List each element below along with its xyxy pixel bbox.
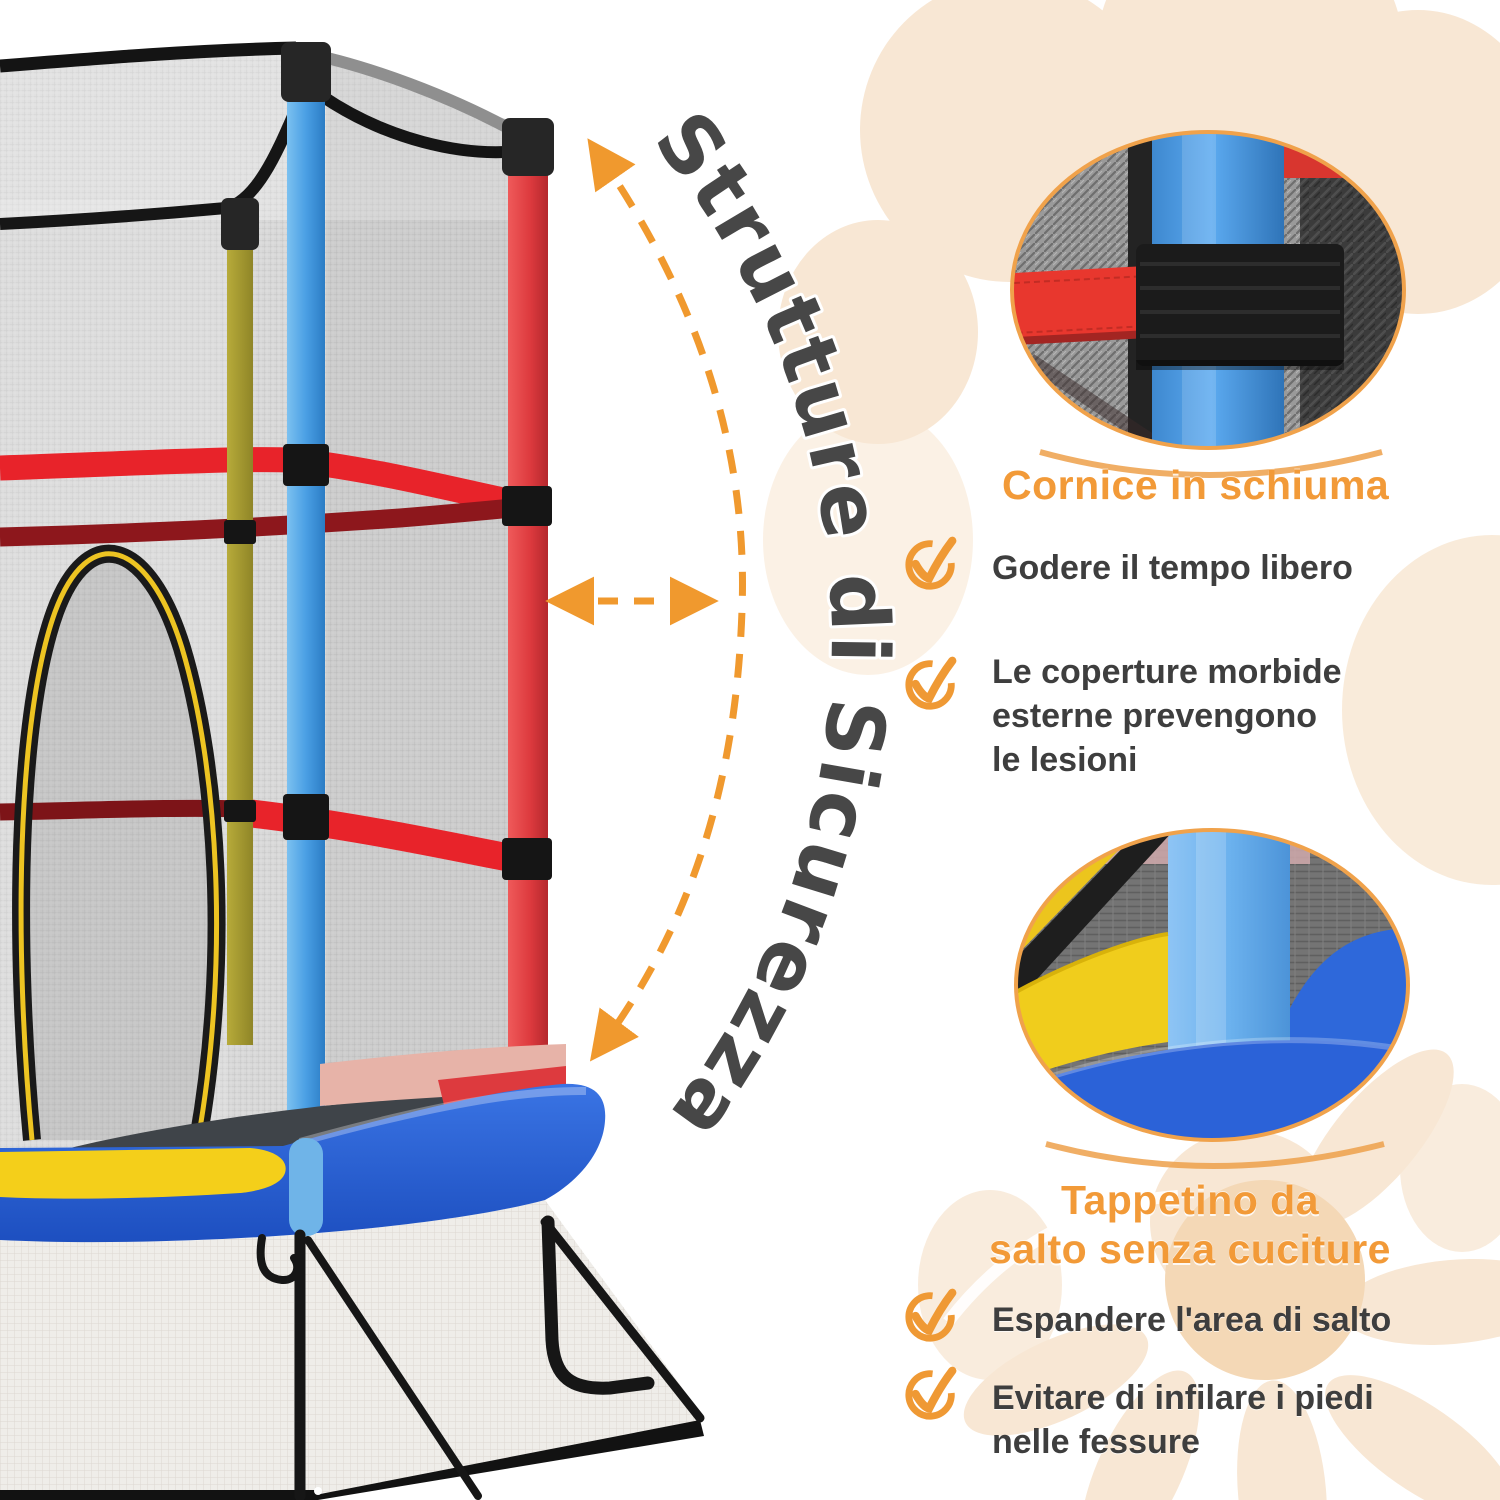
- bullet-item: Espandere l'area di salto: [992, 1298, 1492, 1342]
- inset-glow: [1045, 1141, 1385, 1169]
- check-icon: [905, 656, 957, 710]
- daisy-flower: [943, 1049, 1500, 1500]
- bullet-line: esterne prevengono: [992, 697, 1317, 735]
- jump-mat-photo: [1014, 828, 1410, 1169]
- heading-line: Tappetino da: [1060, 1177, 1320, 1223]
- check-icon: [905, 1366, 957, 1420]
- pad-yellow: [0, 1148, 286, 1199]
- base-skirt-net: [0, 1200, 704, 1500]
- bullet-line: le lesioni: [992, 741, 1138, 779]
- frame-legs: [256, 1215, 705, 1500]
- inset-glow: [1039, 449, 1383, 478]
- enclosure-pole-red: [502, 118, 554, 1088]
- heading-line: salto senza cuciture: [989, 1226, 1391, 1272]
- net-door-zipper: [12, 544, 226, 1142]
- bullet-line: Evitare di infilare i piedi: [992, 1379, 1374, 1417]
- bullet-line: Espandere l'area di salto: [992, 1301, 1392, 1339]
- band-red-upper-back: [0, 497, 523, 547]
- bullet-line: Le coperture morbide: [992, 653, 1342, 691]
- section-heading-jump-mat: Tappetino da salto senza cuciture: [950, 1176, 1430, 1274]
- check-icon: [905, 536, 957, 590]
- annotation-arrows: [545, 138, 746, 1062]
- enclosure-pole-yellow: [221, 198, 259, 1045]
- net-top-rim-far: [0, 41, 297, 73]
- pole-blue-bottom: [289, 1138, 323, 1236]
- safety-net: [0, 46, 548, 1152]
- enclosure-pole-blue: [281, 42, 331, 1147]
- trampoline-illustration: [0, 41, 705, 1500]
- bullet-item: Evitare di infilare i piedi nelle fessur…: [992, 1376, 1482, 1464]
- check-icon: [905, 1288, 957, 1342]
- bullet-item: Godere il tempo libero: [992, 546, 1472, 590]
- foam-frame-photo: [1010, 130, 1406, 478]
- curved-double-dashed-arrow: [587, 138, 746, 1062]
- bullet-line: Godere il tempo libero: [992, 549, 1353, 587]
- net-mid-rim-right: [318, 91, 507, 159]
- pad-blue-highlight: [298, 1086, 587, 1146]
- bullet-line: nelle fessure: [992, 1423, 1200, 1461]
- section-heading-foam-frame: Cornice in schiuma: [1002, 462, 1390, 508]
- band-straps: [224, 444, 552, 880]
- net-mid-rim-left: [0, 97, 306, 230]
- bullet-item: Le coperture morbide esterne prevengono …: [992, 650, 1462, 782]
